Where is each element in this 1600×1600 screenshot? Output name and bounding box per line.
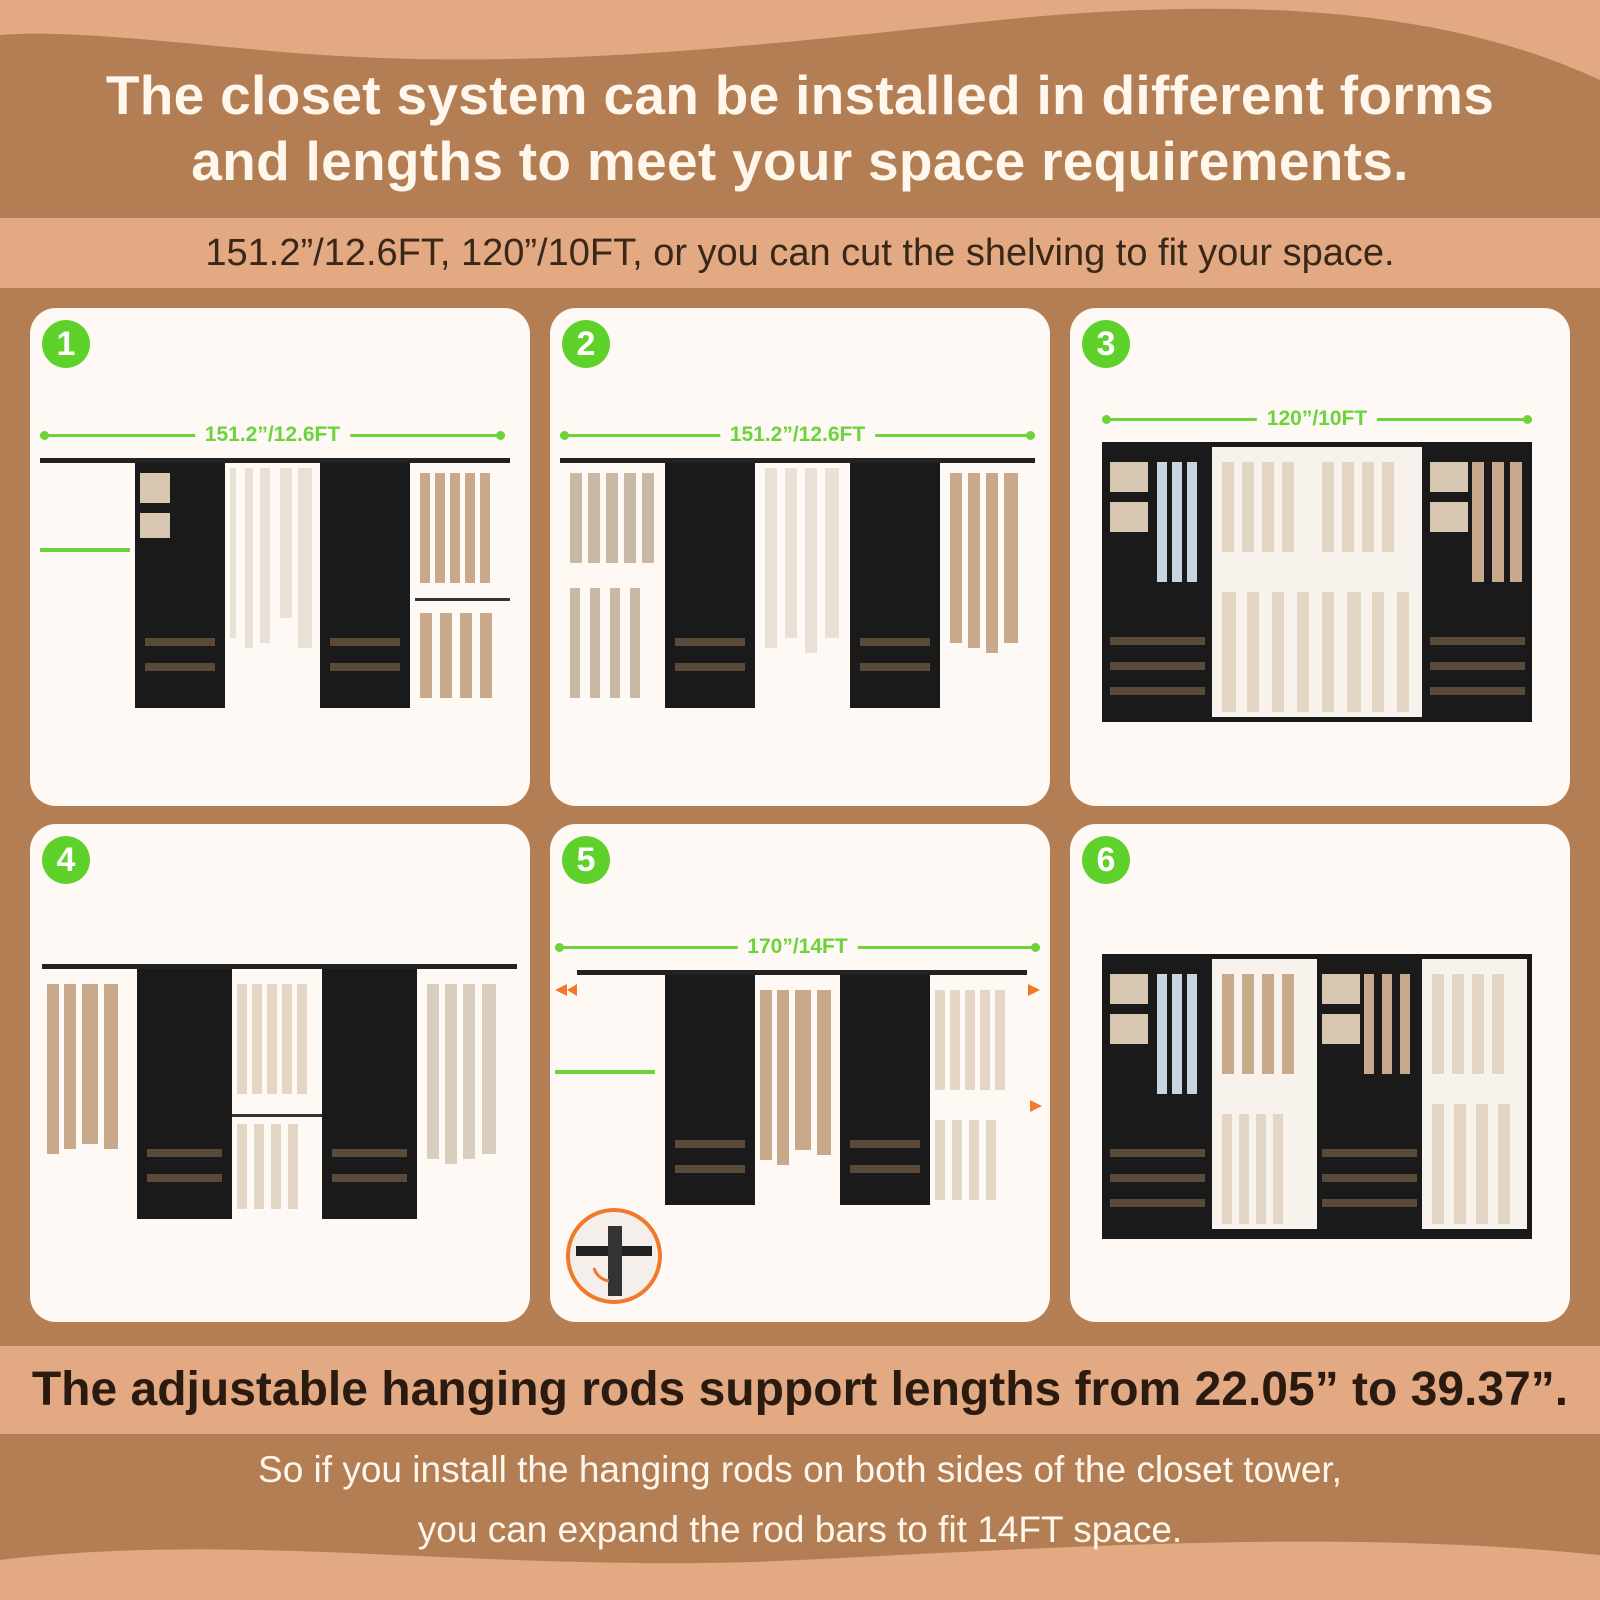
dimension-indicator: 170”/14FT	[555, 934, 1040, 960]
closet-illustration	[560, 458, 1035, 708]
step-number-badge: 3	[1082, 320, 1130, 368]
dimension-indicator: 120”/10FT	[1102, 406, 1532, 432]
dimension-label: 120”/10FT	[1256, 406, 1378, 432]
step-number-badge: 2	[562, 320, 610, 368]
configuration-panel-2: 2 151.2”/12.6FT	[550, 308, 1050, 806]
headline-line-1: The closet system can be installed in di…	[105, 64, 1495, 126]
closet-illustration	[1102, 954, 1532, 1239]
footer-headline: The adjustable hanging rods support leng…	[31, 1363, 1569, 1416]
closet-illustration	[42, 964, 517, 1219]
dimension-label: 170”/14FT	[737, 934, 858, 960]
page-headline: The closet system can be installed in di…	[0, 62, 1600, 194]
subtitle: 151.2”/12.6FT, 120”/10FT, or you can cut…	[205, 232, 1395, 274]
dimension-indicator: 151.2”/12.6FT	[40, 422, 505, 448]
rod-bracket-detail-icon	[566, 1208, 662, 1304]
configuration-panel-4: 4	[30, 824, 530, 1322]
closet-illustration	[40, 458, 510, 708]
subtitle-band	[0, 218, 1600, 288]
footer-line-2: you can expand the rod bars to fit 14FT …	[417, 1509, 1183, 1550]
step-number-badge: 6	[1082, 836, 1130, 884]
configuration-panel-5: 5 170”/14FT	[550, 824, 1050, 1322]
step-number-badge: 4	[42, 836, 90, 884]
headline-line-2: and lengths to meet your space requireme…	[191, 130, 1409, 192]
step-number-badge: 5	[562, 836, 610, 884]
dimension-label: 151.2”/12.6FT	[719, 422, 876, 448]
footer-description: So if you install the hanging rods on bo…	[0, 1440, 1600, 1560]
step-number-badge: 1	[42, 320, 90, 368]
footer-headline-band	[0, 1346, 1600, 1434]
dimension-label: 151.2”/12.6FT	[194, 422, 351, 448]
closet-illustration	[555, 970, 1042, 1205]
configuration-panel-1: 1 151.2”/12.6FT	[30, 308, 530, 806]
footer-line-1: So if you install the hanging rods on bo…	[258, 1449, 1342, 1490]
dimension-indicator: 151.2”/12.6FT	[560, 422, 1035, 448]
configuration-panel-3: 3 120”/10FT	[1070, 308, 1570, 806]
closet-illustration	[1102, 442, 1532, 722]
configuration-panel-6: 6	[1070, 824, 1570, 1322]
